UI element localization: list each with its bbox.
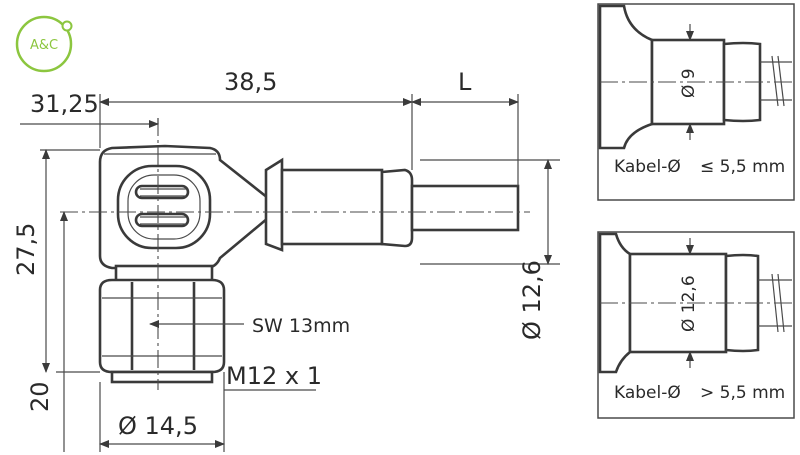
detail-large-label: Kabel-Ø (614, 383, 681, 403)
company-logo: A&C (15, 15, 73, 73)
detail-small-label: Kabel-Ø (614, 157, 681, 177)
dim-sw-13mm: SW 13mm (252, 315, 350, 337)
center-lines (60, 118, 530, 390)
dim-L: L (458, 68, 472, 96)
angled-connector-body (98, 144, 520, 384)
dim-38-5: 38,5 (224, 68, 277, 96)
dim-dia-14-5: Ø 14,5 (118, 412, 198, 440)
detail-panel-large-cable: Ø 12,6 Kabel-Ø > 5,5 mm (597, 231, 795, 419)
dim-27-5: 27,5 (12, 223, 40, 276)
dim-31-25: 31,25 (30, 90, 99, 118)
detail-large-condition: > 5,5 mm (700, 383, 785, 403)
dimension-lines (20, 94, 560, 452)
detail-small-condition: ≤ 5,5 mm (700, 157, 785, 177)
logo-text: A&C (30, 38, 58, 53)
detail-small-diameter: Ø 9 (679, 68, 699, 98)
dim-20: 20 (26, 381, 54, 412)
detail-large-diameter: Ø 12,6 (679, 275, 699, 332)
detail-panel-small-cable: Ø 9 Kabel-Ø ≤ 5,5 mm (597, 3, 795, 201)
dim-m12-thread: M12 x 1 (226, 362, 322, 390)
dim-dia-12-6: Ø 12,6 (518, 260, 546, 340)
